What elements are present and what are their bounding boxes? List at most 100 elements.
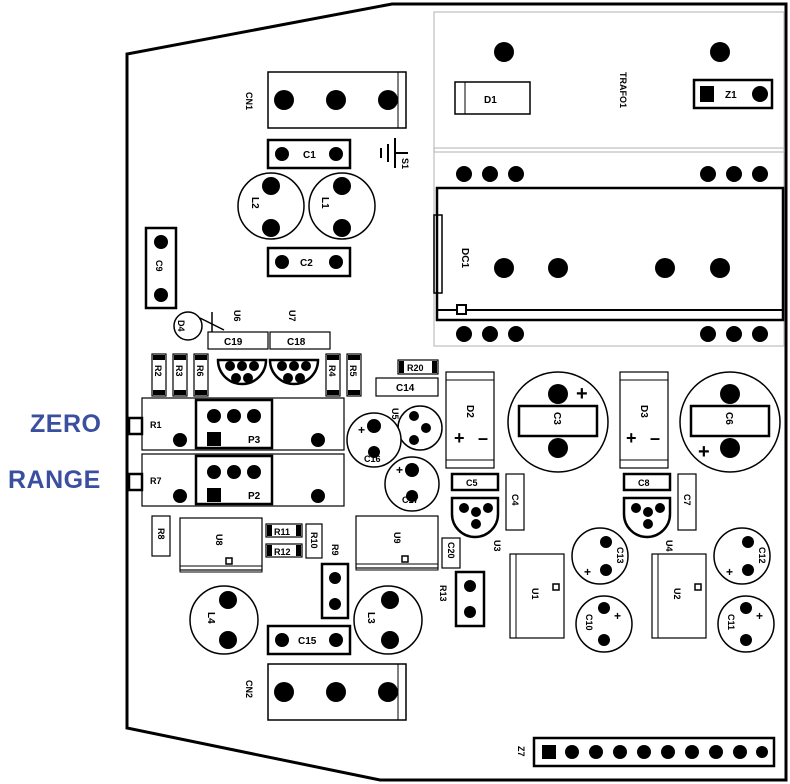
r12-label: R12 [274, 547, 291, 557]
p2-label: P2 [248, 491, 261, 502]
r4-label: R4 [327, 365, 337, 377]
c17-capacitor: + C17 [384, 456, 440, 512]
u9-label: U9 [392, 532, 402, 544]
dc1-pin1-marker [456, 304, 467, 315]
svg-text:+: + [726, 565, 733, 579]
c1-component: C1 [266, 138, 352, 170]
c5-component: C5 [450, 472, 500, 492]
c8-component: C8 [622, 472, 672, 492]
u4-label: U4 [664, 540, 674, 552]
z1-label: Z1 [725, 90, 737, 101]
cn1-component: CN1 [244, 71, 407, 129]
c10-label: C10 [584, 614, 594, 631]
r1-p3-block: R1 P3 [127, 397, 345, 451]
u7-regulator [268, 358, 320, 386]
c9-label: C9 [154, 260, 164, 272]
u5-regulator: U5 [390, 405, 443, 451]
svg-text:+: + [576, 383, 588, 405]
c9-component: C9 [144, 226, 178, 310]
r11-resistor: R11 [265, 523, 303, 538]
c19-component: C19 [207, 331, 269, 350]
r3-resistor: R3 [172, 353, 188, 397]
c16-capacitor: + C16 [346, 412, 402, 468]
r8-label: R8 [156, 528, 166, 540]
c16-label: C16 [364, 454, 381, 464]
c5-label: C5 [466, 478, 478, 488]
c3-capacitor: C3 + [507, 371, 609, 473]
c15-component: C15 [266, 624, 352, 656]
svg-text:+: + [614, 609, 621, 623]
r12-resistor: R12 [265, 543, 303, 558]
c20-label: C20 [446, 542, 456, 559]
u6-label: U6 [232, 310, 242, 322]
c2-component: C2 [266, 246, 352, 278]
pad [494, 42, 514, 62]
cn2-component: CN2 [244, 663, 407, 721]
board-outline [125, 2, 788, 782]
r20-label: R20 [407, 363, 424, 373]
l2-inductor: L2 [237, 172, 305, 240]
c12-label: C12 [757, 547, 767, 564]
range-label: RANGE [8, 466, 101, 494]
r2-resistor: R2 [151, 353, 167, 397]
svg-text:+: + [698, 441, 710, 463]
z1-component: Z1 [692, 78, 774, 110]
dc1-pads-middle [494, 258, 730, 278]
u3-label: U3 [492, 540, 502, 552]
s1-label: S1 [400, 158, 410, 169]
c3-label: C3 [551, 412, 562, 425]
d1-label: D1 [484, 95, 497, 106]
trafo1-outline [433, 11, 785, 153]
dc1-label: DC1 [459, 248, 470, 268]
c6-capacitor: C6 + [679, 371, 781, 473]
r8-resistor: R8 [151, 515, 171, 557]
r10-label: R10 [309, 532, 319, 549]
c4-component: C4 [505, 473, 525, 531]
r13-label: R13 [438, 585, 448, 602]
r6-resistor: R6 [193, 353, 209, 397]
p3-label: P3 [248, 435, 261, 446]
c11-capacitor: + C11 [717, 595, 775, 653]
c17-label: C17 [402, 495, 419, 505]
r9-resistor: R9 [320, 544, 350, 620]
c2-label: C2 [300, 258, 313, 269]
svg-text:+: + [756, 609, 763, 623]
z7-label: Z7 [516, 746, 526, 757]
l4-inductor: L4 [189, 585, 259, 655]
dc1-body [435, 186, 785, 322]
cn2-label: CN2 [244, 680, 254, 698]
r13-resistor: R13 [438, 570, 486, 628]
u8-ic: U8 [179, 517, 263, 573]
r1-label: R1 [150, 420, 162, 430]
pad [710, 42, 730, 62]
d3-diode: D3 +– [619, 371, 669, 469]
r7-label: R7 [150, 476, 162, 486]
u8-label: U8 [214, 534, 224, 546]
d4-label: D4 [176, 320, 186, 332]
c14-component: C14 [375, 377, 439, 397]
c12-capacitor: + C12 [713, 527, 771, 585]
r5-resistor: R5 [346, 353, 362, 397]
u9-ic: U9 [355, 515, 439, 571]
r4-resistor: R4 [325, 353, 341, 397]
dc1-pads-top [456, 166, 768, 182]
u4-regulator: U4 [622, 496, 674, 552]
l1-inductor: L1 [308, 172, 376, 240]
u3-regulator: U3 [450, 496, 502, 552]
c15-label: C15 [298, 636, 317, 647]
s1-ground-symbol: S1 [380, 138, 410, 169]
c11-label: C11 [726, 614, 736, 630]
u6-regulator [216, 358, 268, 386]
d2-label: D2 [464, 405, 475, 418]
r6-label: R6 [195, 365, 205, 377]
d4-led: D4 [173, 311, 225, 341]
r2-label: R2 [153, 365, 163, 377]
l3-inductor: L3 [353, 585, 423, 655]
c18-label: C18 [287, 337, 306, 348]
svg-text:+: + [584, 565, 591, 579]
r10-resistor: R10 [305, 523, 323, 559]
l4-label: L4 [205, 612, 216, 624]
l1-label: L1 [319, 197, 330, 209]
c10-capacitor: + C10 [575, 595, 633, 653]
